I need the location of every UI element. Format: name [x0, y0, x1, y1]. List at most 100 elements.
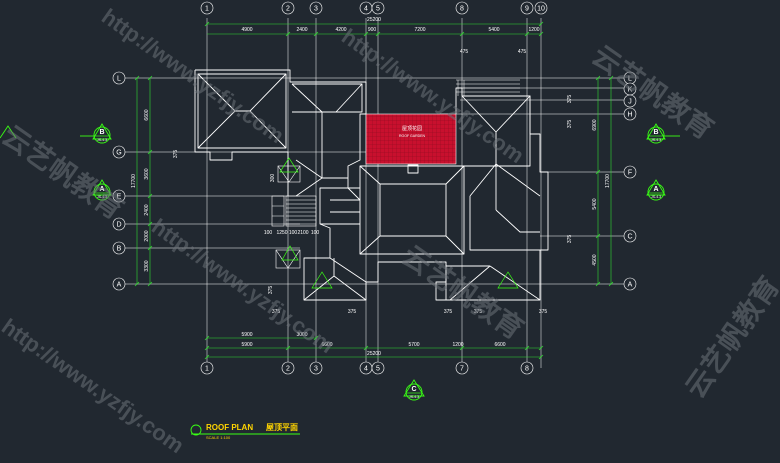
grid-bubbles: 1 2 3 4 5 8 9 10 1 2 3 4 5 7 8 L G E D B… — [112, 1, 637, 375]
dim-bottom-1: 5900 — [241, 342, 252, 348]
dim-right-small-2: 375 — [567, 120, 573, 129]
dim-right-small-3: 375 — [567, 235, 573, 244]
dim-stair-5: 100 — [311, 230, 320, 236]
grid-bubble-right-C: C — [623, 229, 637, 243]
section-marker-right-b: B JS-4.3 — [646, 123, 680, 144]
title-circle-icon — [190, 424, 202, 436]
grid-bubble-right-J: J — [623, 94, 637, 108]
dim-left-4: 2000 — [144, 230, 150, 241]
watermark-url-1: http://www.yzfjy.com — [97, 4, 289, 149]
dim-side-2: 375 — [268, 286, 274, 295]
svg-text:K: K — [628, 87, 633, 94]
grid-bubble-top-2: 2 — [281, 1, 295, 15]
grid-bubble-bottom-7: 7 — [455, 361, 469, 375]
grid-bubble-left-D: D — [112, 217, 126, 231]
svg-text:9: 9 — [525, 6, 529, 13]
dormer-cone-left — [311, 271, 333, 289]
svg-text:2: 2 — [286, 366, 290, 373]
grid-bubble-bottom-8: 8 — [520, 361, 534, 375]
svg-text:A: A — [628, 282, 633, 289]
grid-bubble-right-A: A — [623, 277, 637, 291]
svg-text:E: E — [117, 194, 122, 201]
dim-bottom-upper-1: 5900 — [241, 332, 252, 338]
svg-text:C: C — [627, 234, 632, 241]
roof-garden-area — [365, 113, 457, 165]
title-en: ROOF PLAN — [206, 423, 253, 432]
drawing-title: ROOF PLAN 屋顶平面 SCALE 1:100 — [190, 422, 300, 440]
section-marker-edge-fragment — [0, 125, 17, 139]
dim-stair-3: 100 — [289, 230, 298, 236]
dim-bottom-overall: 25200 — [367, 351, 381, 357]
svg-text:D: D — [116, 222, 121, 229]
dormer-cone-upper — [279, 157, 299, 173]
title-scale: SCALE 1:100 — [206, 435, 231, 440]
svg-text:8: 8 — [460, 6, 464, 13]
dim-bottom-small-3: 375 — [444, 309, 453, 315]
dim-bottom-upper-2: 3000 — [296, 332, 307, 338]
dim-left-1: 6600 — [144, 109, 150, 120]
dim-stair-4: 2100 — [297, 230, 308, 236]
dim-bottom-small-5: 375 — [539, 309, 548, 315]
grid-bubble-left-E: E — [112, 189, 126, 203]
section-marker-right-a: A JS-4.3 — [646, 179, 666, 201]
svg-text:H: H — [627, 112, 632, 119]
svg-text:JS-4.3: JS-4.3 — [651, 138, 661, 142]
dim-left-3: 2400 — [144, 204, 150, 215]
watermark-cn-3: 云艺帆教育 — [397, 239, 530, 346]
dim-top-small-1: 475 — [460, 49, 469, 55]
svg-text:4: 4 — [364, 366, 368, 373]
grid-bubble-top-4: 4 — [359, 1, 373, 15]
svg-text:3: 3 — [314, 366, 318, 373]
dim-top-2: 2400 — [296, 27, 307, 33]
roof-garden-label-cn: 屋顶花园 — [402, 125, 422, 132]
dim-top-3: 4200 — [335, 27, 346, 33]
dim-right-2: 5400 — [592, 198, 598, 209]
dim-side-1: 300 — [270, 174, 276, 183]
svg-text:A: A — [117, 282, 122, 289]
dim-top-1: 4900 — [241, 27, 252, 33]
grid-bubble-top-5: 5 — [371, 1, 385, 15]
svg-text:5: 5 — [376, 6, 380, 13]
watermark-url-5: http://www.yzfjy.com — [0, 314, 189, 459]
title-cn: 屋顶平面 — [266, 422, 298, 432]
svg-text:1: 1 — [205, 6, 209, 13]
dim-bottom-3: 5700 — [408, 342, 419, 348]
grid-bubble-bottom-2: 2 — [281, 361, 295, 375]
grid-bubble-top-8: 8 — [455, 1, 469, 15]
dimension-ticks — [134, 21, 614, 360]
grid-bubble-left-A: A — [112, 277, 126, 291]
svg-text:5: 5 — [376, 366, 380, 373]
svg-text:JS-4.3: JS-4.3 — [97, 195, 107, 199]
svg-text:L: L — [117, 76, 121, 83]
grid-bubble-bottom-5: 5 — [371, 361, 385, 375]
section-marker-left-a: A JS-4.3 — [92, 179, 112, 201]
dimension-lines — [136, 23, 612, 358]
dim-bottom-5: 6600 — [494, 342, 505, 348]
svg-text:JS-4.3: JS-4.3 — [651, 195, 661, 199]
roof-outline — [194, 69, 549, 301]
dim-bottom-small-2: 375 — [348, 309, 357, 315]
section-marker-left-b: B JS-4.3 — [80, 123, 112, 144]
svg-text:A: A — [99, 186, 104, 193]
dim-left-overall: 17700 — [131, 174, 137, 188]
svg-text:2: 2 — [286, 6, 290, 13]
dim-top-7: 1200 — [528, 27, 539, 33]
grid-bubble-right-H: H — [623, 107, 637, 121]
dormer-cone-right — [497, 271, 519, 289]
svg-text:8: 8 — [525, 366, 529, 373]
grid-bubble-left-G: G — [112, 145, 126, 159]
watermark-cn-4: 云艺帆教育 — [679, 270, 780, 403]
svg-text:10: 10 — [537, 6, 545, 13]
dim-bottom-small-4: 375 — [474, 309, 483, 315]
dim-right-1: 6900 — [592, 119, 598, 130]
svg-text:F: F — [628, 170, 632, 177]
dim-top-4: 900 — [368, 27, 377, 33]
dim-stair-1: 100 — [264, 230, 273, 236]
grid-bubble-bottom-1: 1 — [200, 361, 214, 375]
dim-top-small-2: 475 — [518, 49, 527, 55]
terrace-steps — [456, 79, 520, 96]
svg-text:A: A — [653, 186, 658, 193]
grid-bubble-top-3: 3 — [309, 1, 323, 15]
svg-text:JS-4.3: JS-4.3 — [97, 138, 107, 142]
dormer-cones — [279, 157, 519, 289]
